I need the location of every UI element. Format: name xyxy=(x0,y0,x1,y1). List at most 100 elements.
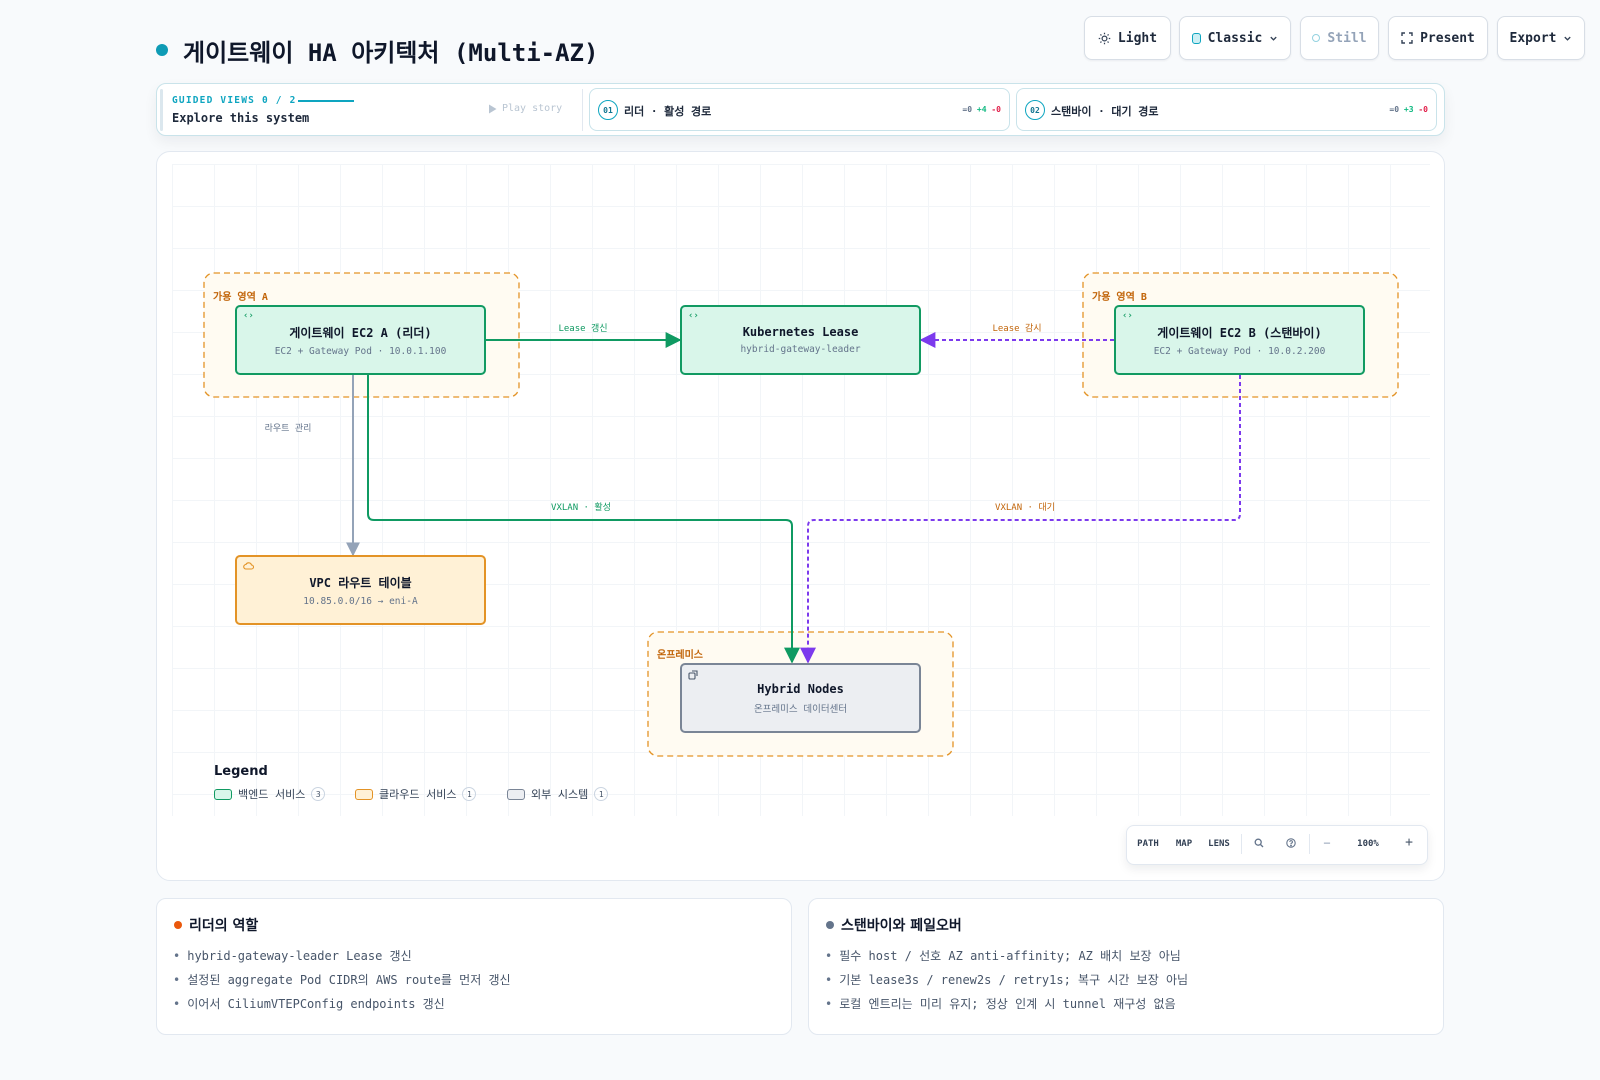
zoom-in-button[interactable]: + xyxy=(1405,835,1413,850)
style-label: Classic xyxy=(1207,30,1263,46)
cloud-icon xyxy=(243,562,255,573)
node-subtitle: hybrid-gateway-leader xyxy=(740,344,861,355)
diff-removed: -0 xyxy=(991,105,1001,114)
node-hybrid-nodes[interactable]: Hybrid Nodes 온프레미스 데이터센터 xyxy=(680,663,921,733)
node-vpc-route-table[interactable]: VPC 라우트 테이블 10.85.0.0/16 → eni-A xyxy=(235,555,486,625)
legend-swatch-external xyxy=(507,788,525,800)
story-title: 리더 · 활성 경로 xyxy=(624,105,712,118)
node-ec2-b[interactable]: ‹› 게이트웨이 EC2 B (스탠바이) EC2 + Gateway Pod … xyxy=(1114,305,1365,375)
edge-label-vxlan-active: VXLAN · 활성 xyxy=(551,503,611,513)
card-status-dot xyxy=(174,921,182,929)
style-select-button[interactable]: Classic xyxy=(1179,16,1291,60)
toolbar-separator xyxy=(1309,834,1310,854)
code-icon: ‹› xyxy=(688,311,699,321)
story-card-1[interactable]: 01 리더 · 활성 경로 =0 +4 -0 xyxy=(589,88,1010,131)
node-subtitle: EC2 + Gateway Pod · 10.0.1.100 xyxy=(274,345,447,357)
legend-label: 클라우드 서비스 xyxy=(379,788,457,801)
card-title: 스탠바이와 페일오버 xyxy=(841,918,962,934)
guided-accent-bar xyxy=(160,89,163,131)
play-icon xyxy=(489,104,497,113)
motion-circle-icon xyxy=(1312,34,1321,42)
list-item: 설정된 aggregate Pod CIDR의 AWS route를 먼저 갱신 xyxy=(173,971,510,995)
list-item: 필수 host / 선호 AZ anti-affinity; AZ 배치 보장 … xyxy=(825,947,1188,971)
play-story-button[interactable]: Play story xyxy=(488,103,562,114)
node-kubernetes-lease[interactable]: ‹› Kubernetes Lease hybrid-gateway-leade… xyxy=(680,305,921,375)
legend-item-cloud: 클라우드 서비스 1 xyxy=(355,786,477,802)
title-status-dot xyxy=(156,44,168,56)
code-icon: ‹› xyxy=(1122,311,1133,321)
diff-added: +3 xyxy=(1403,105,1414,114)
legend-item-external: 외부 시스템 1 xyxy=(507,786,609,802)
edge-label-lease-renew: Lease 갱신 xyxy=(558,324,608,334)
code-icon: ‹› xyxy=(243,311,254,321)
edge-label-route-manage: 라우트 관리 xyxy=(264,424,312,434)
diff-removed: -0 xyxy=(1418,105,1428,114)
export-button[interactable]: Export xyxy=(1497,16,1585,60)
search-icon[interactable] xyxy=(1254,838,1264,851)
node-subtitle: 10.85.0.0/16 → eni-A xyxy=(303,595,418,607)
story-number: 02 xyxy=(1025,100,1045,120)
legend-label: 백엔드 서비스 xyxy=(238,788,306,801)
edge-label-vxlan-standby: VXLAN · 대기 xyxy=(995,503,1055,513)
story-title: 스탠바이 · 대기 경로 xyxy=(1051,105,1159,118)
toolbar-separator xyxy=(1241,834,1242,854)
guided-views-label: GUIDED VIEWS 0 / 2 xyxy=(172,95,297,106)
node-subtitle: 온프레미스 데이터센터 xyxy=(753,703,848,715)
chevron-down-icon xyxy=(1270,36,1278,41)
help-icon[interactable] xyxy=(1286,838,1296,851)
motion-label: Still xyxy=(1327,30,1367,46)
canvas-toolbar xyxy=(1126,825,1428,865)
legend-swatch-backend xyxy=(214,788,232,800)
diff-unchanged: =0 xyxy=(962,105,973,114)
card-list: 필수 host / 선호 AZ anti-affinity; AZ 배치 보장 … xyxy=(825,947,1188,1019)
page-title: 게이트웨이 HA 아키텍처 (Multi-AZ) xyxy=(183,39,599,67)
node-title: VPC 라우트 테이블 xyxy=(309,575,412,590)
zone-label-az-a: 가용 영역 A xyxy=(210,288,274,303)
lens-mode-button[interactable]: LENS xyxy=(1208,839,1230,849)
map-mode-button[interactable]: MAP xyxy=(1175,839,1193,849)
story-card-2[interactable]: 02 스탠바이 · 대기 경로 =0 +3 -0 xyxy=(1016,88,1437,131)
node-title: 게이트웨이 EC2 A (리더) xyxy=(289,325,432,340)
diff-unchanged: =0 xyxy=(1389,105,1400,114)
export-label: Export xyxy=(1509,30,1557,46)
guided-progress-line xyxy=(298,100,354,102)
present-label: Present xyxy=(1420,30,1475,46)
node-ec2-a[interactable]: ‹› 게이트웨이 EC2 A (리더) EC2 + Gateway Pod · … xyxy=(235,305,486,375)
edge-vxlan-active xyxy=(367,375,800,664)
path-mode-button[interactable]: PATH xyxy=(1137,839,1159,849)
story-diff: =0 +3 -0 xyxy=(1389,105,1428,114)
node-title: Kubernetes Lease xyxy=(742,325,859,339)
theme-toggle-button[interactable]: Light xyxy=(1084,16,1171,60)
present-button[interactable]: Present xyxy=(1388,16,1488,60)
legend-count: 1 xyxy=(594,787,609,801)
edge-vxlan-standby xyxy=(800,375,1241,664)
palette-icon xyxy=(1191,32,1201,44)
card-status-dot xyxy=(826,921,834,929)
motion-toggle-button[interactable]: Still xyxy=(1300,16,1379,60)
story-number: 01 xyxy=(598,100,618,120)
fullscreen-icon xyxy=(1401,32,1413,44)
node-subtitle: EC2 + Gateway Pod · 10.0.2.200 xyxy=(1153,345,1326,357)
card-leader-role: 리더의 역할 hybrid-gateway-leader Lease 갱신 설정… xyxy=(156,898,792,1035)
story-diff: =0 +4 -0 xyxy=(962,105,1001,114)
list-item: 이어서 CiliumVTEPConfig endpoints 갱신 xyxy=(173,995,511,1019)
card-standby-failover: 스탠바이와 페일오버 필수 host / 선호 AZ anti-affinity… xyxy=(808,898,1444,1035)
zoom-level: 100% xyxy=(1357,839,1379,849)
guided-separator xyxy=(582,89,583,131)
theme-label: Light xyxy=(1117,30,1158,46)
legend-count: 1 xyxy=(462,787,477,801)
play-story-label: Play story xyxy=(502,103,563,114)
list-item: hybrid-gateway-leader Lease 갱신 xyxy=(173,947,511,971)
list-item: 로컬 엔트리는 미리 유지; 정상 인계 시 tunnel 재구성 없음 xyxy=(825,995,1188,1019)
legend-swatch-cloud xyxy=(355,788,373,800)
card-list: hybrid-gateway-leader Lease 갱신 설정된 aggre… xyxy=(173,947,511,1019)
zoom-out-button[interactable]: − xyxy=(1323,836,1331,850)
node-title: 게이트웨이 EC2 B (스탠바이) xyxy=(1157,325,1322,340)
node-title: Hybrid Nodes xyxy=(757,681,844,696)
sun-icon xyxy=(1098,32,1111,44)
edge-label-lease-watch: Lease 감시 xyxy=(992,324,1042,334)
list-item: 기본 lease3s / renew2s / retry1s; 복구 시간 보장… xyxy=(825,971,1188,995)
guided-subtitle: Explore this system xyxy=(172,111,310,125)
zone-label-az-b: 가용 영역 B xyxy=(1089,288,1153,303)
external-icon xyxy=(688,670,698,683)
